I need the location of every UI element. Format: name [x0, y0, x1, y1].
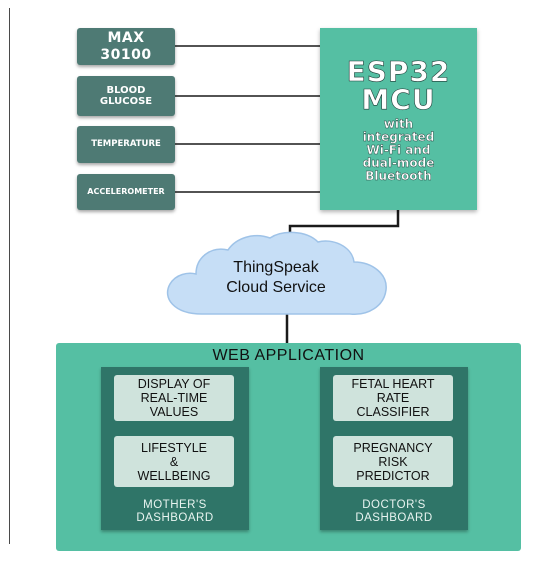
doctors-dashboard-label: DOCTOR'S DASHBOARD — [355, 499, 433, 524]
cloud-icon — [166, 231, 387, 315]
doctors-dashboard: FETAL HEART RATE CLASSIFIER PREGNANCY RI… — [320, 367, 468, 530]
mothers-dashboard: DISPLAY OF REAL-TIME VALUES LIFESTYLE & … — [101, 367, 249, 530]
sensor-temperature: TEMPERATURE — [77, 126, 175, 163]
sensor-blood-glucose: BLOOD GLUCOSE — [77, 76, 175, 116]
thingspeak-cloud: ThingSpeak Cloud Service — [160, 228, 392, 324]
sensor-max30100-label: MAX 30100 — [100, 30, 152, 63]
feature-pregnancy-risk-predictor: PREGNANCY RISK PREDICTOR — [333, 436, 453, 487]
web-application-box: WEB APPLICATION DISPLAY OF REAL-TIME VAL… — [56, 343, 521, 551]
esp32-mcu-box: ESP32 MCU with integrated Wi-Fi and dual… — [320, 28, 477, 210]
mcu-subtitle: with integrated Wi-Fi and dual-mode Blue… — [362, 117, 435, 183]
web-application-title: WEB APPLICATION — [212, 347, 365, 364]
feature-fetal-heart-rate-classifier: FETAL HEART RATE CLASSIFIER — [333, 375, 453, 421]
feature-lifestyle-wellbeing: LIFESTYLE & WELLBEING — [114, 436, 234, 487]
mcu-title: ESP32 MCU — [346, 55, 451, 116]
cloud-label: ThingSpeak Cloud Service — [226, 259, 326, 296]
mothers-dashboard-label: MOTHER'S DASHBOARD — [136, 499, 214, 524]
feature-real-time-values: DISPLAY OF REAL-TIME VALUES — [114, 375, 234, 421]
sensor-temperature-label: TEMPERATURE — [91, 138, 161, 149]
sensor-accelerometer-label: ACCELEROMETER — [87, 187, 165, 197]
sensor-max30100: MAX 30100 — [77, 28, 175, 65]
sensor-accelerometer: ACCELEROMETER — [77, 174, 175, 210]
left-margin-rule — [9, 8, 10, 544]
sensor-blood-glucose-label: BLOOD GLUCOSE — [99, 84, 153, 108]
